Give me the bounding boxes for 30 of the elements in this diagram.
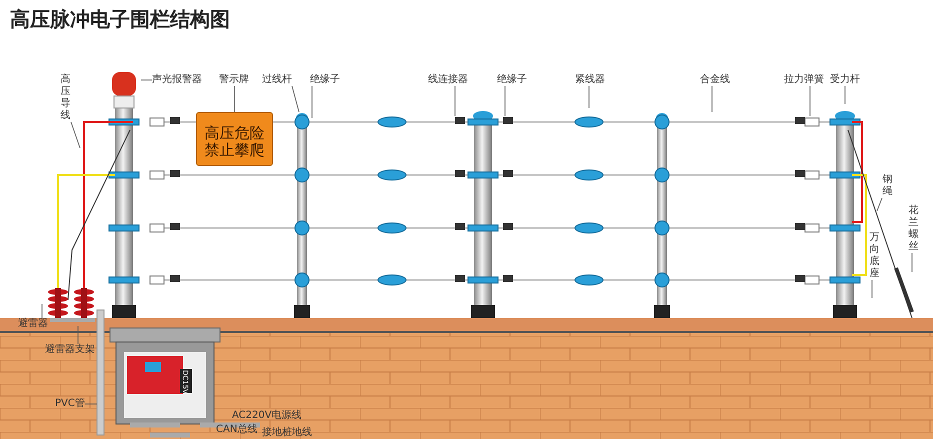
callout-label: 拉力弹簧 bbox=[784, 74, 824, 86]
leader-line bbox=[70, 122, 80, 148]
callout-label: 绝缘子 bbox=[310, 74, 340, 86]
diagram-title: 高压脉冲电子围栏结构图 bbox=[10, 6, 230, 33]
leader-line bbox=[876, 198, 882, 212]
callout-label: PVC管 bbox=[55, 398, 85, 410]
leader-line bbox=[292, 86, 300, 112]
cable-label: CAN总线 bbox=[216, 424, 258, 436]
callout-label: 避雷器 bbox=[18, 318, 48, 330]
leader-line bbox=[454, 86, 456, 116]
leader-line bbox=[504, 86, 506, 116]
leader-line bbox=[588, 86, 590, 108]
leader-line bbox=[844, 86, 846, 104]
callout-label: 受力杆 bbox=[830, 74, 860, 86]
callout-label: 合金线 bbox=[700, 74, 730, 86]
callout-label: 绝缘子 bbox=[497, 74, 527, 86]
callout-label: 过线杆 bbox=[262, 74, 292, 86]
cable-label: AC220V电源线 bbox=[232, 410, 302, 422]
callout-label: 线连接器 bbox=[428, 74, 468, 86]
callout-label: 声光报警器 bbox=[152, 74, 202, 86]
callout-label: 钢绳 bbox=[882, 174, 893, 198]
warning-sign: 高压危险禁止攀爬 bbox=[196, 112, 273, 166]
callout-label: 万向底座 bbox=[869, 232, 880, 280]
cable-label: 接地桩地线 bbox=[262, 427, 312, 439]
callout-label: 避雷器支架 bbox=[45, 344, 95, 356]
leader-line bbox=[234, 86, 235, 112]
callout-label: 花兰螺丝 bbox=[908, 205, 919, 253]
callout-label: 警示牌 bbox=[219, 74, 249, 86]
callout-label: 紧线器 bbox=[575, 74, 605, 86]
callout-label: 高压导线 bbox=[60, 74, 71, 122]
